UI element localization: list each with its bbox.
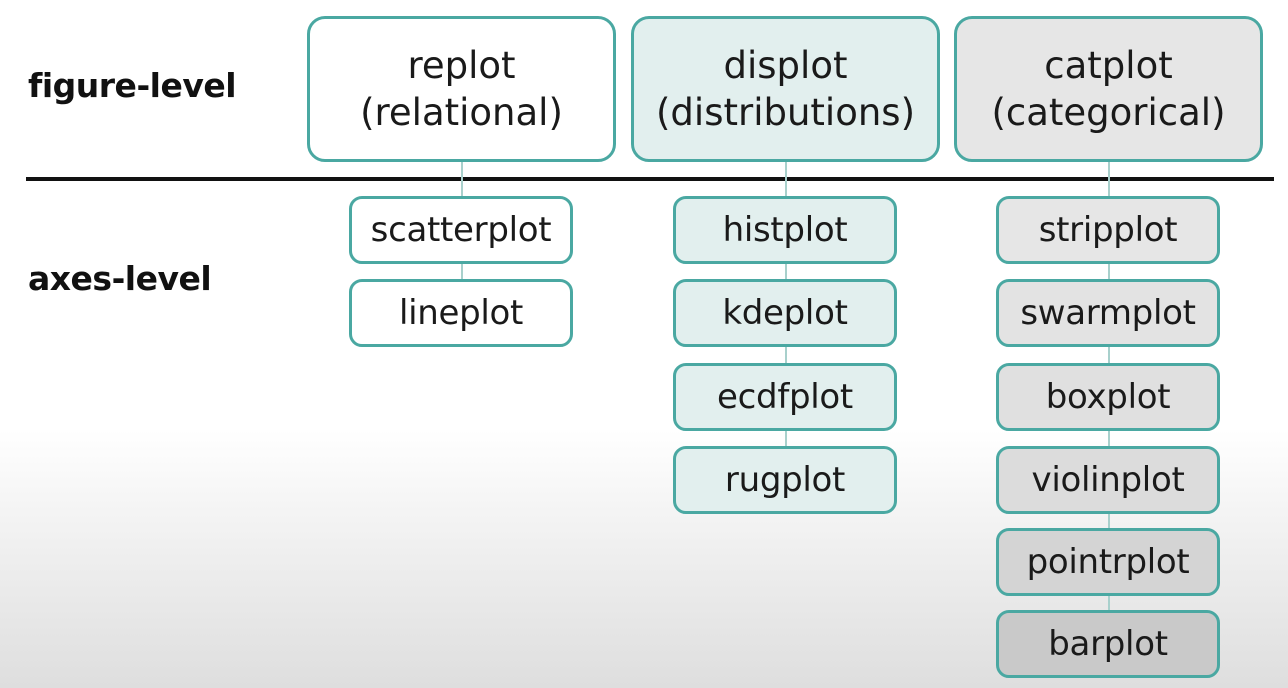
rugplot-box: rugplot [673, 446, 897, 514]
level-divider [26, 177, 1274, 181]
replot-subtitle: (relational) [360, 91, 563, 134]
scatterplot-box: scatterplot [349, 196, 573, 264]
displot-title: displot [723, 44, 848, 87]
catplot-subtitle: (categorical) [991, 91, 1226, 134]
relational-column: replot (relational) scatterplot lineplot [307, 0, 616, 688]
replot-figure-box: replot (relational) [307, 16, 616, 162]
distributions-column: displot (distributions) histplot kdeplot… [631, 0, 940, 688]
lineplot-box: lineplot [349, 279, 573, 347]
displot-subtitle: (distributions) [656, 91, 915, 134]
axes-level-label: axes-level [28, 259, 212, 298]
swarmplot-box: swarmplot [996, 279, 1220, 347]
catplot-figure-box: catplot (categorical) [954, 16, 1263, 162]
categorical-column: catplot (categorical) stripplot swarmplo… [954, 0, 1263, 688]
boxplot-box: boxplot [996, 363, 1220, 431]
replot-title: replot [407, 44, 516, 87]
catplot-title: catplot [1044, 44, 1173, 87]
figure-level-label: figure-level [28, 66, 237, 105]
displot-figure-box: displot (distributions) [631, 16, 940, 162]
stripplot-box: stripplot [996, 196, 1220, 264]
ecdfplot-box: ecdfplot [673, 363, 897, 431]
barplot-box: barplot [996, 610, 1220, 678]
pointrplot-box: pointrplot [996, 528, 1220, 596]
violinplot-box: violinplot [996, 446, 1220, 514]
kdeplot-box: kdeplot [673, 279, 897, 347]
histplot-box: histplot [673, 196, 897, 264]
